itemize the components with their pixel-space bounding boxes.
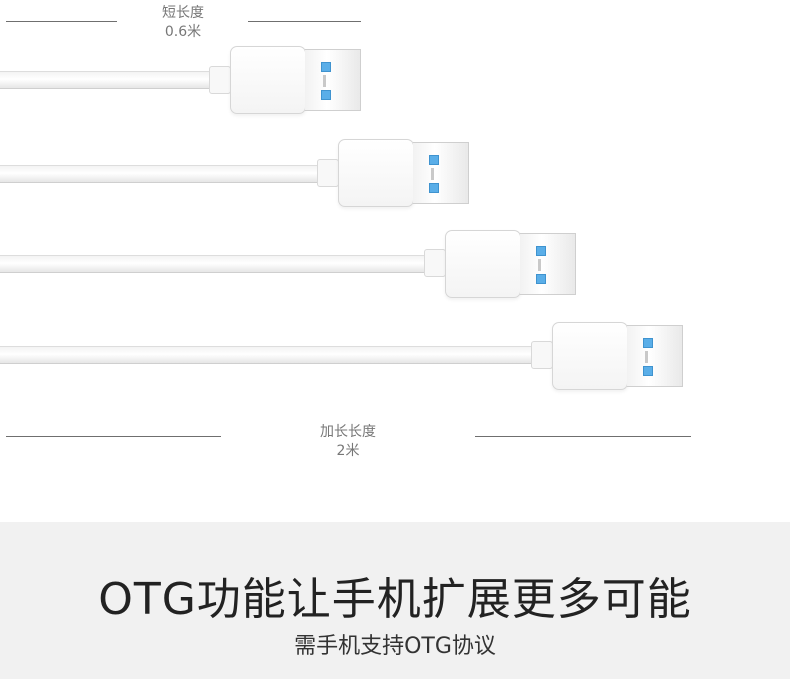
usb-marking [323,75,326,87]
cable-wire [0,346,535,364]
usb-marking [538,259,541,271]
cable-strain-relief [317,159,339,187]
usb-connector-body [445,230,521,298]
usb-connector-plug [627,325,683,387]
usb-connector-body [230,46,306,114]
long-length-value: 2米 [336,443,360,459]
subline: 需手机支持OTG协议 [294,634,496,659]
short-length-label: 短长度 0.6米 [133,4,233,42]
usb-connector-plug [520,233,576,295]
usb-pin-icon [321,62,331,72]
product-illustration: 短长度 0.6米 [0,4,691,461]
cable-strain-relief [424,249,446,277]
cable-strain-relief [531,341,553,369]
cable-wire [0,71,212,89]
short-length-line-right [248,21,361,22]
usb-pin-icon [536,274,546,284]
usb-pin-icon [643,366,653,376]
usb-pin-icon [429,155,439,165]
long-length-label: 加长长度 2米 [288,423,408,461]
usb-pin-icon [321,90,331,100]
cable-strain-relief [209,66,231,94]
long-length-line-left [6,436,221,437]
cable-wire [0,165,320,183]
headline: OTG功能让手机扩展更多可能 [98,574,692,625]
usb-connector-body [552,322,628,390]
usb-marking [431,168,434,180]
usb-pin-icon [429,183,439,193]
short-length-title: 短长度 [162,5,204,21]
usb-pin-icon [536,246,546,256]
usb-connector-body [338,139,414,207]
short-length-value: 0.6米 [164,24,202,40]
feature-banner: OTG功能让手机扩展更多可能 需手机支持OTG协议 [0,522,790,679]
short-length-line-left [6,21,117,22]
usb-connector-plug [305,49,361,111]
usb-pin-icon [643,338,653,348]
usb-connector-plug [413,142,469,204]
long-length-title: 加长长度 [320,424,376,440]
long-length-line-right [475,436,691,437]
cable-wire [0,255,428,273]
usb-marking [645,351,648,363]
